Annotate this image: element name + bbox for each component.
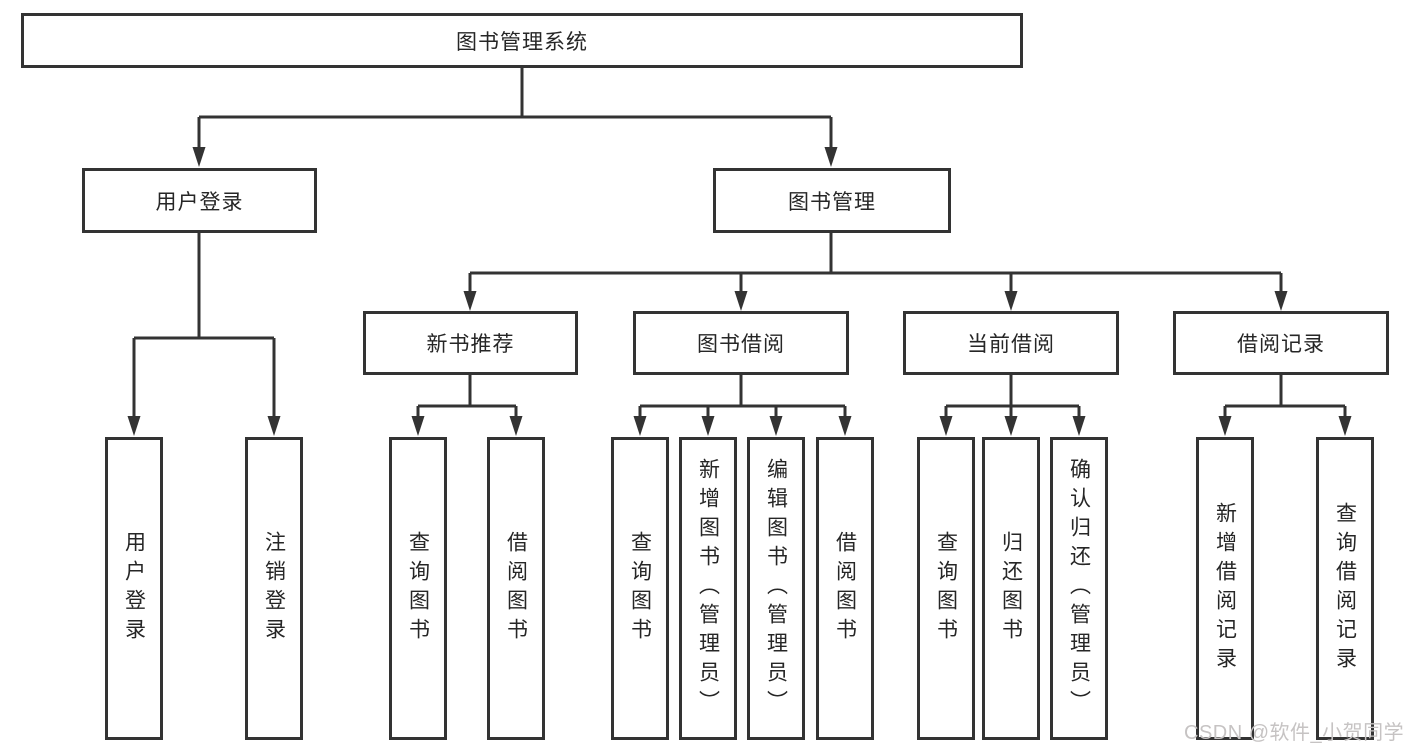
leaf-borrow-books-recommend: 借阅图书 (487, 437, 545, 740)
leaf-logout-login: 注销登录 (245, 437, 303, 740)
leaf-query-books-recommend: 查询图书 (389, 437, 447, 740)
arrowheads (127, 147, 1352, 436)
leaf-add-borrow-record: 新增借阅记录 (1196, 437, 1254, 740)
node-borrow-records: 借阅记录 (1173, 311, 1389, 375)
node-book-borrowing: 图书借阅 (633, 311, 849, 375)
node-current-borrowing: 当前借阅 (903, 311, 1119, 375)
leaf-add-books-admin: 新增图书（管理员） (679, 437, 737, 740)
leaf-query-books-current: 查询图书 (917, 437, 975, 740)
leaf-confirm-return-admin: 确认归还（管理员） (1050, 437, 1108, 740)
leaf-edit-books-admin: 编辑图书（管理员） (747, 437, 805, 740)
node-new-book-recommend: 新书推荐 (363, 311, 578, 375)
node-book-management: 图书管理 (713, 168, 951, 233)
node-user-login: 用户登录 (82, 168, 317, 233)
leaf-borrow-books-borrowing: 借阅图书 (816, 437, 874, 740)
csdn-watermark: CSDN @软件_小贺同学 (1184, 722, 1405, 744)
leaf-user-login: 用户登录 (105, 437, 163, 740)
node-root-library-system: 图书管理系统 (21, 13, 1023, 68)
leaf-return-books: 归还图书 (982, 437, 1040, 740)
leaf-query-borrow-record: 查询借阅记录 (1316, 437, 1374, 740)
leaf-query-books-borrowing: 查询图书 (611, 437, 669, 740)
